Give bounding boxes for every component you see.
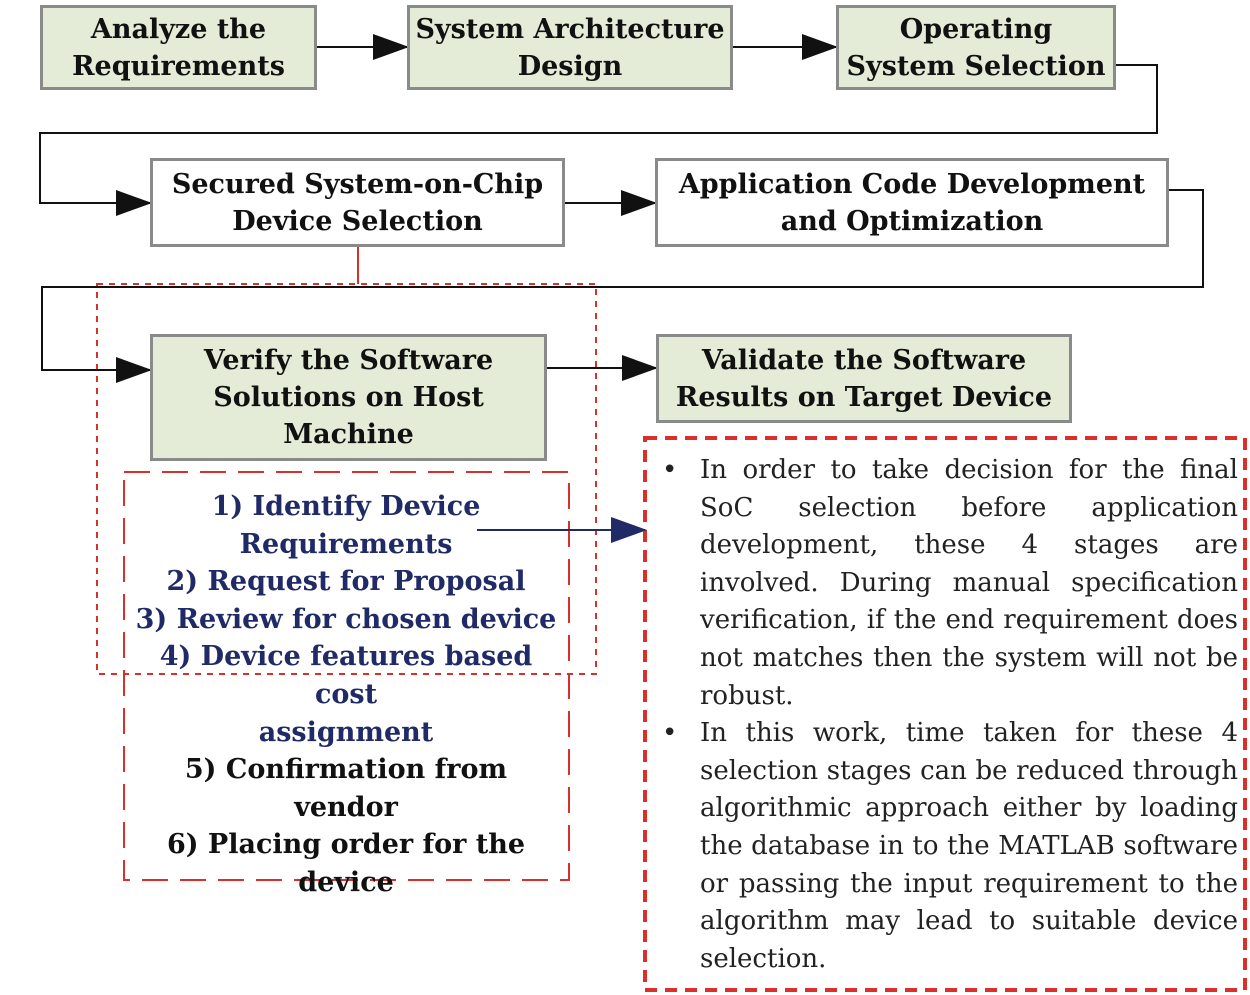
app-code-label: Application Code Development and Optimiz… [678,168,1146,237]
arrow-appcode-to-verify [41,189,1204,383]
step-cost: 4) Device features based cost assignment [159,641,533,748]
app-code-box: Application Code Development and Optimiz… [655,158,1169,247]
note-dashed-outline [643,436,1247,992]
step-review: 3) Review for chosen device [135,603,557,635]
explanation-note: • In order to take decision for the fina… [662,452,1238,978]
note-bullet-2-text: In this work, time taken for these 4 sel… [700,718,1238,974]
note-bullet-1: • In order to take decision for the fina… [662,452,1238,715]
verify-software-label: Verify the Software Solutions on Host Ma… [203,345,494,450]
soc-selection-label: Secured System-on-Chip Device Selection [171,168,544,237]
step-confirmation: 5) Confirmation from vendor [184,754,508,823]
os-selection-label: Operating System Selection [846,13,1106,82]
analyze-requirements-label: Analyze the Requirements [72,13,285,82]
validate-software-box: Validate the Software Results on Target … [656,334,1072,423]
step-identify: 1) Identify Device Requirements [211,491,481,560]
step-request: 2) Request for Proposal [166,566,526,598]
steps-dashed-outline [123,471,570,881]
note-bullet-2: • In this work, time taken for these 4 s… [662,715,1238,978]
arrow-os-to-soc [39,64,1158,216]
os-selection-box: Operating System Selection [836,5,1116,90]
step-order: 6) Placing order for the device [166,829,526,898]
analyze-requirements-box: Analyze the Requirements [40,5,317,90]
selection-steps-list: 1) Identify Device Requirements 2) Reque… [126,488,566,902]
bullet-dot-icon: • [662,455,678,485]
system-architecture-label: System Architecture Design [415,13,725,82]
system-architecture-box: System Architecture Design [407,5,733,90]
soc-selection-box: Secured System-on-Chip Device Selection [150,158,565,247]
verify-software-box: Verify the Software Solutions on Host Ma… [150,334,547,461]
note-bullet-1-text: In order to take decision for the final … [700,455,1238,711]
validate-software-label: Validate the Software Results on Target … [675,344,1053,413]
bullet-dot-icon: • [662,718,678,749]
